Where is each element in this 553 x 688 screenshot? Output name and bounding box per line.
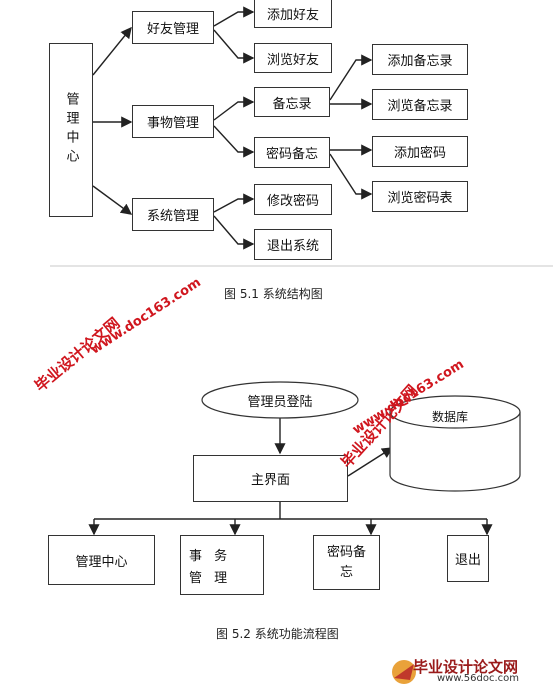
node-memo: 备忘录 xyxy=(254,87,330,117)
node-add-friend: 添加好友 xyxy=(254,0,332,28)
node-manage-center: 管理中心 xyxy=(49,43,93,217)
node-friend-mgmt: 好友管理 xyxy=(132,11,214,44)
node-label: 添加好友 xyxy=(266,7,319,23)
node-label: 管理中心 xyxy=(75,554,128,570)
edge-pwd-browse xyxy=(329,153,373,200)
node-label: 主界面 xyxy=(250,473,290,488)
edge-memo-add xyxy=(329,54,373,101)
footer-logo-title: 毕业设计论文网 xyxy=(413,658,519,676)
node-label: 添加密码 xyxy=(393,146,446,161)
edge-center-system xyxy=(92,185,133,215)
node-label: 备忘录 xyxy=(272,96,312,112)
node-label: 数据库 xyxy=(431,409,468,424)
node-label: 管理中心 xyxy=(63,92,79,168)
logo-emblem xyxy=(392,660,416,684)
node-affair-mgmt-2: 事 务 管 理 xyxy=(180,535,264,595)
node-label: 退出系统 xyxy=(266,239,319,254)
edge-affair-memo xyxy=(213,96,255,121)
caption-figure-5-2: 图 5.2 系统功能流程图 xyxy=(216,627,339,641)
node-logout: 退出系统 xyxy=(254,229,332,260)
node-browse-friend: 浏览好友 xyxy=(254,43,332,73)
node-label: 事物管理 xyxy=(146,116,199,131)
node-manage-center-2: 管理中心 xyxy=(48,535,155,585)
node-label: 浏览密码表 xyxy=(387,191,453,206)
node-label: 好友管理 xyxy=(146,22,199,37)
node-add-memo: 添加备忘录 xyxy=(372,44,468,75)
node-main-ui: 主界面 xyxy=(193,455,348,502)
edge-friend-add xyxy=(213,6,255,27)
node-label: 密码备忘 xyxy=(326,544,366,580)
node-label: 浏览好友 xyxy=(266,52,319,68)
node-database: 数据库 xyxy=(410,405,490,427)
node-add-pwd: 添加密码 xyxy=(372,136,468,167)
node-label: 退出 xyxy=(454,553,481,568)
edge-system-change xyxy=(213,193,255,213)
node-label: 浏览备忘录 xyxy=(387,99,453,114)
node-browse-memo: 浏览备忘录 xyxy=(372,89,468,120)
login-ellipse xyxy=(201,381,359,419)
footer-logo-url: www.56doc.com xyxy=(437,673,520,684)
node-label: 系统管理 xyxy=(146,209,199,224)
node-pwd-memo-2: 密码备忘 xyxy=(313,535,380,590)
edge-main-db xyxy=(347,447,394,477)
node-label: 修改密码 xyxy=(266,194,319,209)
footer-logo: 毕业设计论文网 www.56doc.com xyxy=(377,656,547,686)
caption-figure-5-1: 图 5.1 系统结构图 xyxy=(224,287,323,301)
node-label: 事 务 管 理 xyxy=(189,549,232,586)
node-browse-pwd: 浏览密码表 xyxy=(372,181,468,212)
node-sys-mgmt: 系统管理 xyxy=(132,198,214,231)
node-label: 添加备忘录 xyxy=(387,54,453,69)
edge-center-friend xyxy=(92,26,132,76)
edge-affair-pwd xyxy=(213,125,255,158)
node-label: 管理员登陆 xyxy=(247,394,313,410)
node-exit: 退出 xyxy=(447,535,489,582)
node-affair-mgmt: 事物管理 xyxy=(132,105,214,138)
database-cylinder xyxy=(389,395,521,492)
node-admin-login: 管理员登陆 xyxy=(202,387,358,413)
node-change-pwd: 修改密码 xyxy=(254,184,332,215)
node-label: 密码备忘 xyxy=(265,147,318,162)
node-pwd-memo: 密码备忘 xyxy=(254,137,330,168)
edge-friend-browse xyxy=(213,29,255,64)
edge-system-logout xyxy=(213,215,255,250)
